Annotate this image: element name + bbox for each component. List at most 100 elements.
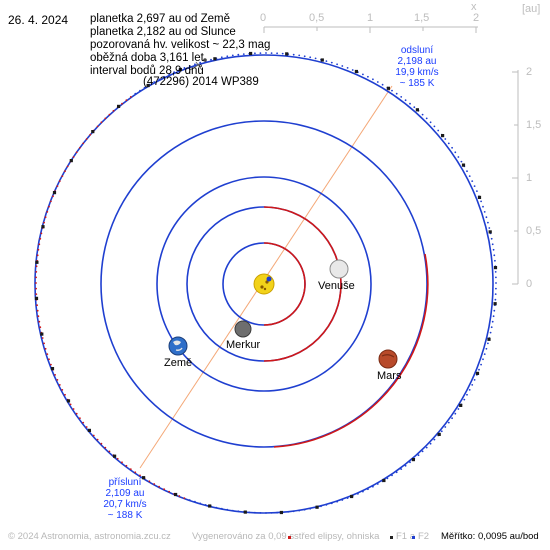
- asteroid-interval-point: [350, 494, 354, 499]
- asteroid-orbit-dot: [325, 504, 328, 506]
- asteroid-orbit-dot: [325, 60, 328, 62]
- asteroid-interval-point: [285, 52, 289, 56]
- asteroid-interval-point: [459, 403, 463, 407]
- asteroid-orbit-dot: [134, 92, 137, 95]
- asteroid-orbit-dot: [168, 73, 171, 76]
- asteroid-interval-point: [117, 104, 121, 108]
- asteroid-orbit-dot: [391, 474, 393, 477]
- asteroid-orbit-dot: [64, 393, 66, 396]
- asteroid-orbit-dot: [490, 237, 493, 240]
- mars-label: Mars: [377, 370, 402, 382]
- asteroid-orbit-dot: [451, 417, 453, 420]
- asteroid-orbit-dot: [494, 293, 497, 295]
- asteroid-orbit-dot: [357, 493, 359, 495]
- asteroid-interval-point: [493, 302, 497, 306]
- asteroid-orbit-dot: [346, 497, 349, 499]
- asteroid-orbit-dot: [466, 393, 468, 396]
- asteroid-orbit-dot: [72, 408, 75, 410]
- asteroid-orbit-dot: [482, 358, 484, 361]
- top-scale: [263, 26, 478, 33]
- asteroid-orbit-dot: [72, 156, 75, 158]
- asteroid-interval-point: [461, 163, 466, 167]
- perihelion-speed: 20,7 km/s: [103, 499, 147, 510]
- asteroid-interval-point: [66, 399, 71, 403]
- asteroid-orbit-dot: [440, 430, 443, 433]
- asteroid-orbit-dot: [37, 248, 40, 251]
- footer-legend-f1: F1 a: [396, 531, 416, 542]
- asteroid-interval-point: [91, 130, 95, 134]
- asteroid-orbit-dot: [36, 254, 39, 257]
- asteroid-orbit-dot: [242, 53, 245, 55]
- asteroid-orbit-dot: [199, 502, 202, 505]
- asteroid-orbit-dot: [125, 99, 128, 102]
- asteroid-interval-point: [493, 266, 498, 270]
- asteroid-orbit-dot: [487, 221, 489, 224]
- asteroid-orbit-dot: [125, 464, 128, 467]
- asteroid-orbit-dot: [476, 190, 478, 193]
- asteroid-orbit-dot: [492, 248, 495, 251]
- top-scale-label-2: 1: [367, 12, 374, 24]
- asteroid-orbit-dot: [292, 510, 295, 513]
- asteroid-orbit-dot: [287, 511, 290, 513]
- asteroid-orbit-dot: [480, 363, 482, 366]
- asteroid-orbit-dot: [46, 353, 49, 355]
- asteroid-orbit-dot: [56, 379, 59, 381]
- asteroid-orbit-dot: [381, 83, 384, 86]
- asteroid-orbit-dot: [404, 464, 407, 467]
- asteroid-orbit-dot: [39, 237, 42, 240]
- asteroid-orbit-dot: [66, 165, 69, 168]
- asteroid-orbit-dot: [220, 56, 223, 59]
- asteroid-interval-point: [315, 505, 319, 509]
- asteroid-orbit-dot: [194, 500, 196, 503]
- asteroid-interval-point: [174, 492, 178, 497]
- perihelion-note: přísluní 2,109 au 20,7 km/s ~ 188 K: [98, 477, 152, 521]
- asteroid-interval-point: [487, 337, 491, 341]
- asteroid-orbit-dot: [336, 63, 338, 66]
- asteroid-orbit-dot: [82, 421, 85, 424]
- asteroid-interval-point: [40, 332, 44, 336]
- asteroid-orbit-dot: [493, 254, 496, 257]
- asteroid-interval-point: [249, 51, 253, 56]
- asteroid-orbit-dot: [85, 138, 88, 140]
- asteroid-orbit-dot: [40, 232, 43, 235]
- asteroid-interval-point: [320, 58, 324, 62]
- asteroid-interval-point: [178, 67, 182, 72]
- asteroid-orbit-dot: [330, 502, 333, 505]
- asteroid-orbit-dot: [134, 471, 137, 474]
- asteroid-orbit-dot: [36, 309, 39, 312]
- info-magnitude: pozorovaná hv. velikost ~ 22,3 mag: [90, 39, 271, 51]
- asteroid-orbit-dot: [421, 450, 424, 453]
- asteroid-interval-point: [213, 57, 217, 61]
- asteroid-orbit-dot: [36, 304, 38, 307]
- asteroid-orbit-dot: [341, 65, 344, 67]
- asteroid-orbit-dot: [46, 211, 49, 213]
- asteroid-orbit-dot: [38, 243, 41, 246]
- right-scale-label-3: 0,5: [526, 225, 542, 237]
- asteroid-orbit-dot: [231, 509, 234, 512]
- asteroid-orbit-dot: [48, 358, 50, 361]
- legend-f2-dot: [412, 536, 415, 539]
- asteroid-interval-point: [477, 195, 482, 199]
- asteroid-orbit-dot: [303, 508, 306, 511]
- aphelion-note: odsluní 2,198 au 19,9 km/s ~ 185 K: [390, 45, 444, 89]
- footer-legend-f2: F2: [418, 531, 430, 542]
- asteroid-orbit-dot: [376, 483, 379, 485]
- asteroid-orbit-dot: [35, 287, 37, 290]
- asteroid-orbit-dot: [495, 276, 497, 279]
- asteroid-orbit-dot: [35, 271, 38, 273]
- asteroid-orbit-dot: [153, 483, 156, 485]
- asteroid-orbit-dot: [158, 485, 161, 488]
- mercury-icon: [234, 320, 252, 338]
- footer-copyright: © 2024 Astronomia, astronomia.zcu.cz: [8, 531, 171, 542]
- asteroid-orbit-dot: [215, 506, 218, 509]
- asteroid-orbit-dot: [447, 421, 450, 424]
- asteroid-orbit-dot: [100, 442, 103, 445]
- asteroid-orbit-dot: [92, 434, 95, 437]
- asteroid-orbit-dot: [400, 96, 403, 98]
- asteroid-orbit-dot: [100, 121, 103, 124]
- footer-generated: Vygenerováno za 0,09 s: [192, 531, 295, 542]
- asteroid-orbit-dot: [330, 61, 333, 64]
- asteroid-orbit-dot: [254, 52, 256, 55]
- asteroid-orbit-dot: [158, 78, 161, 81]
